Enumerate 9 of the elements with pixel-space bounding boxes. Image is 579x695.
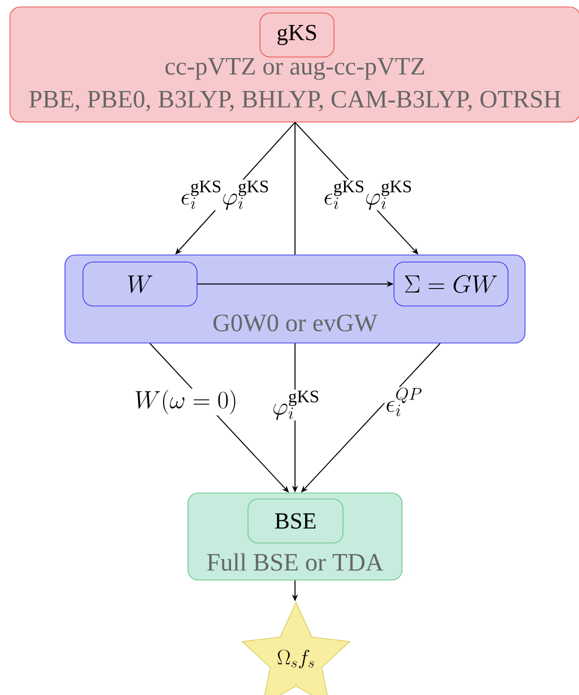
edge-label: $\varphi_i^{\mathrm{gKS}}$ <box>271 390 321 420</box>
edge-label: $\epsilon_i^{\mathrm{gKS}} \varphi_i^{\mathrm{gKS}}$ <box>322 180 414 210</box>
step-box: gKS <box>260 12 334 58</box>
edge-label: $W(\omega = 0)$ <box>133 388 239 416</box>
edge-label: $\epsilon_i^{QP}$ <box>384 386 424 418</box>
step-box: BSE <box>248 498 344 544</box>
step-box: $W$ <box>82 262 198 306</box>
edge-label: $\epsilon_i^{\mathrm{gKS}} \varphi_i^{\mathrm{gKS}}$ <box>179 180 271 210</box>
step-box: $\Sigma = GW$ <box>394 262 508 306</box>
